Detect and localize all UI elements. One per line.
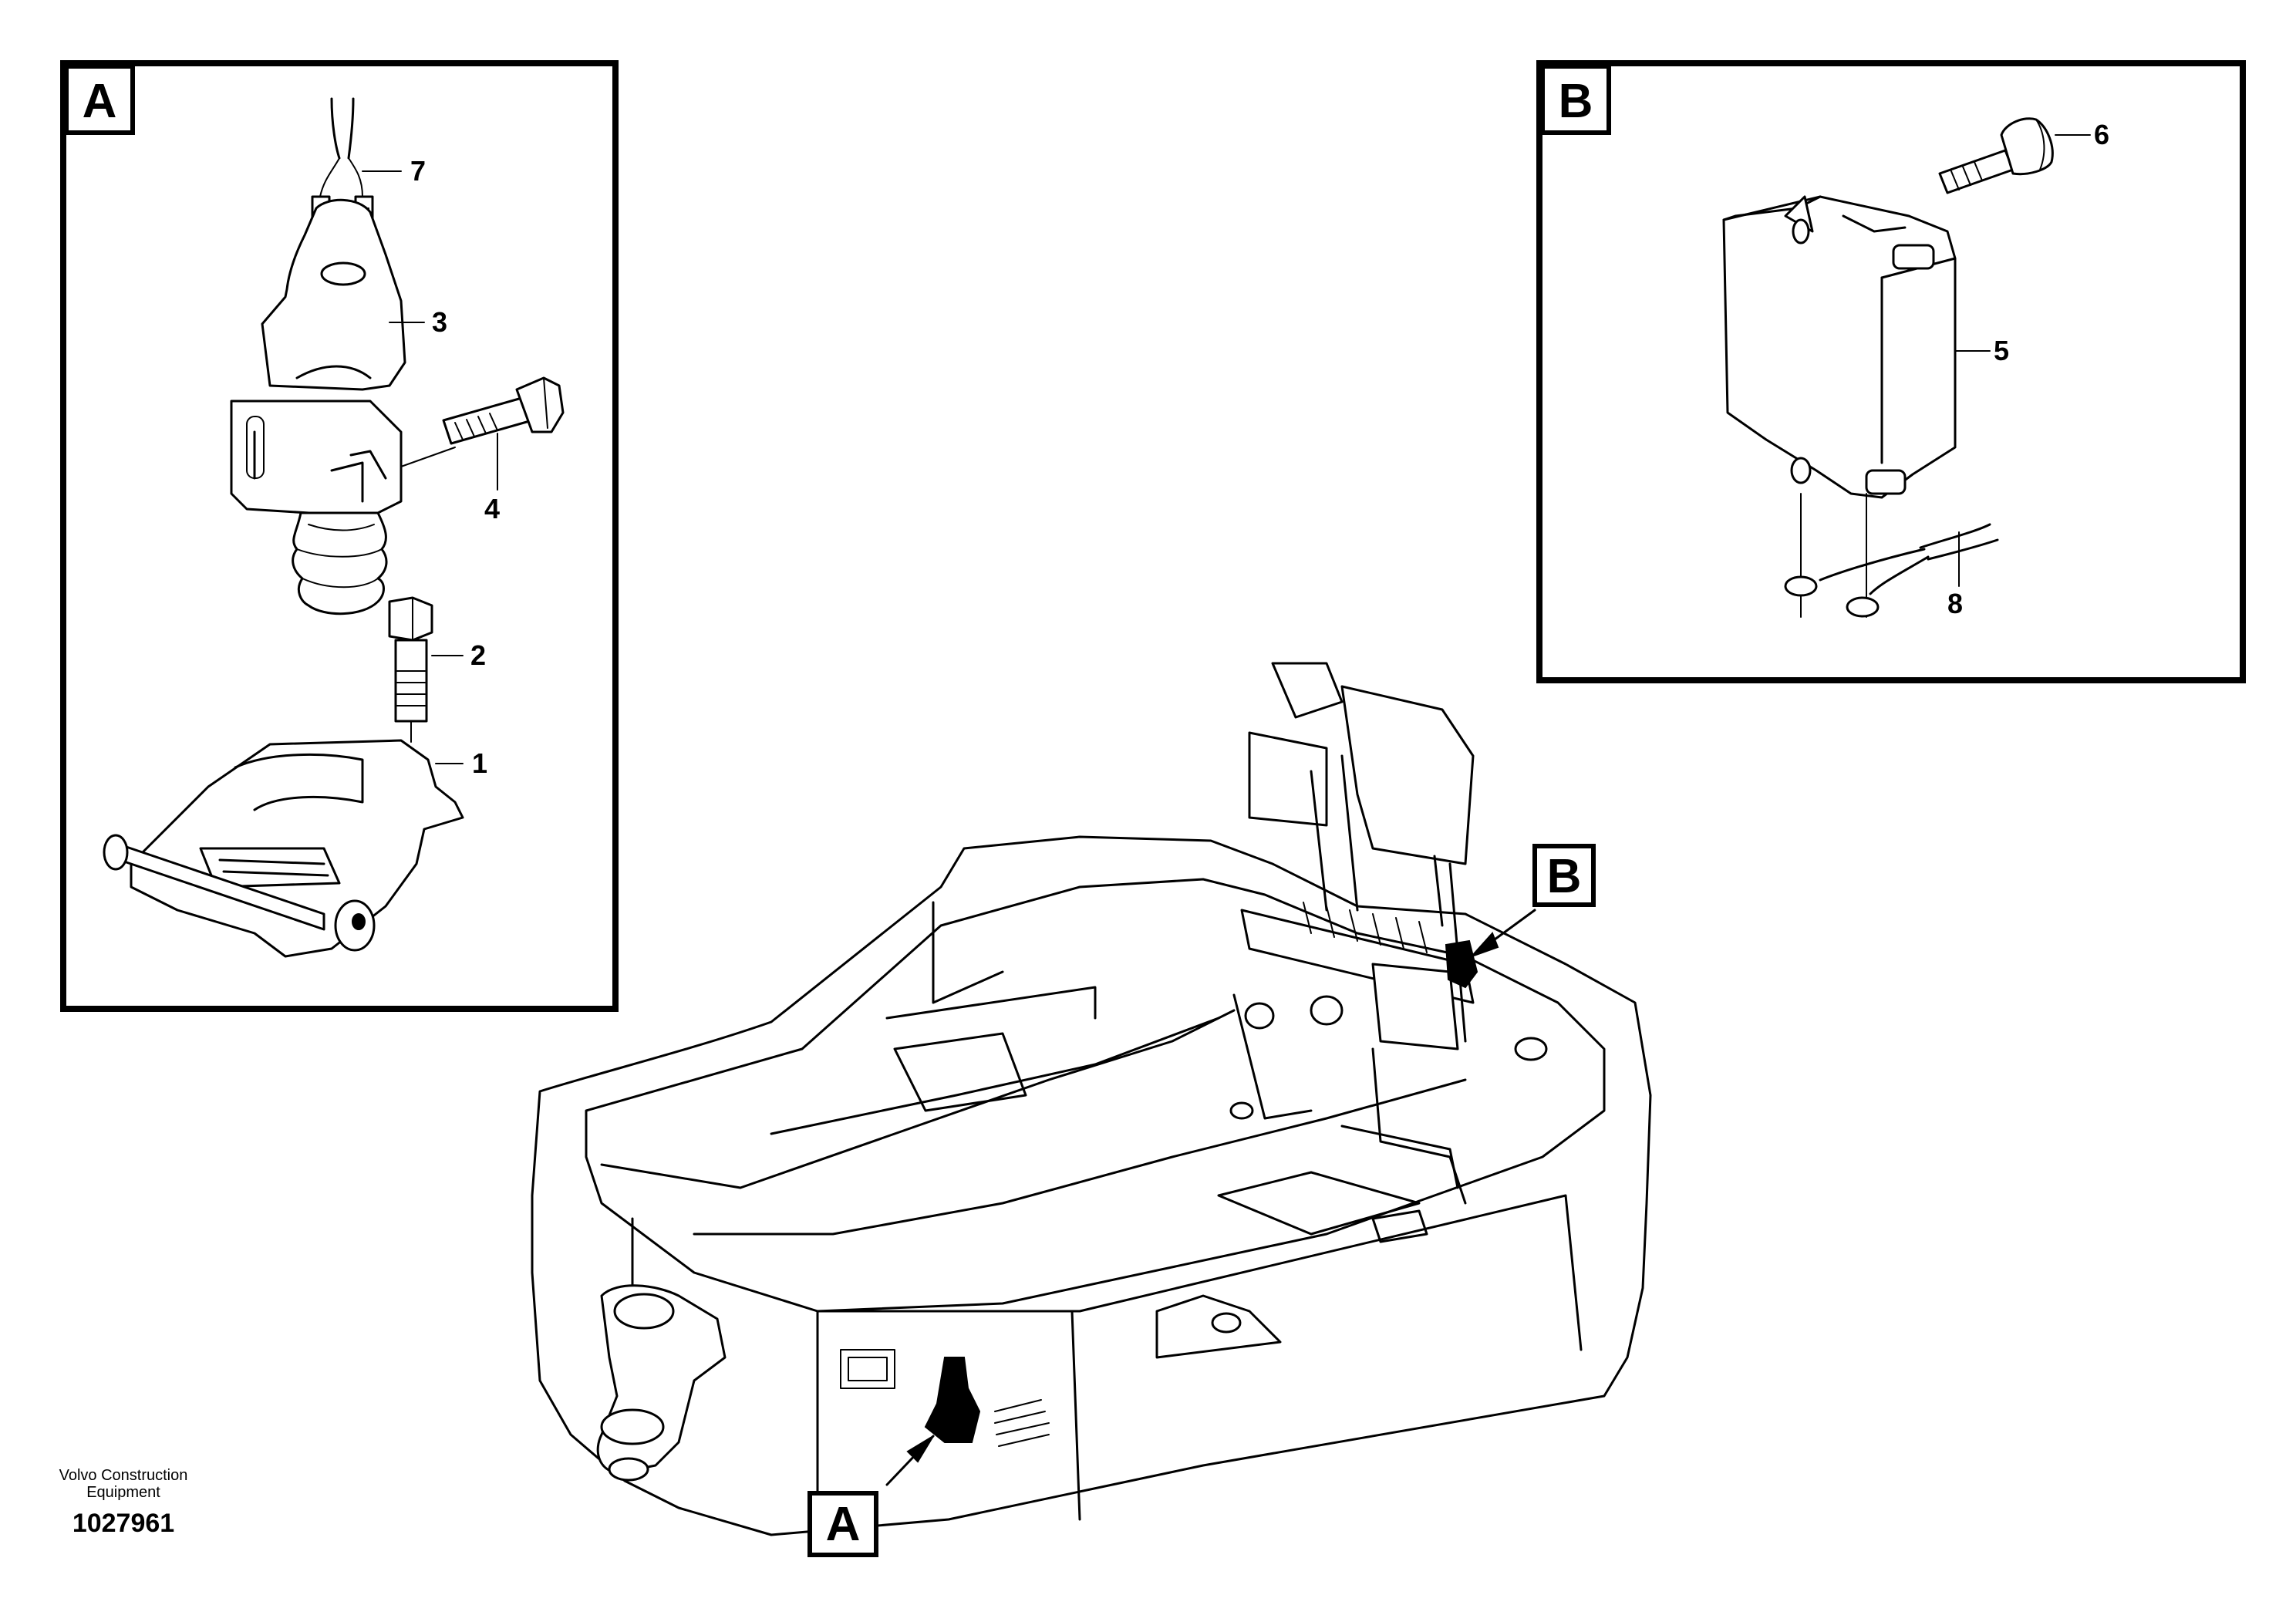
bolt-item-2 (388, 596, 433, 743)
screw-item-6 (1938, 117, 2091, 194)
switch-sensor-body (230, 198, 406, 615)
ring-terminal-cable (1784, 493, 1999, 618)
detail-b-panel: B (1536, 60, 2246, 683)
mounting-bracket (103, 739, 464, 958)
marker-b-label: B (1547, 850, 1582, 903)
callout-leaders-a (362, 170, 498, 764)
callout-6: 6 (2094, 119, 2109, 150)
marker-b: B (1470, 844, 1596, 958)
callout-2: 2 (470, 639, 486, 671)
callout-8: 8 (1947, 588, 1963, 619)
callout-4: 4 (484, 493, 500, 524)
callout-5: 5 (1994, 335, 2009, 366)
callout-1: 1 (472, 747, 487, 779)
callout-3: 3 (432, 306, 447, 338)
upper-frame-assembly (531, 662, 1652, 1536)
document-number: 1027961 (72, 1509, 175, 1538)
detail-b-label: B (1559, 75, 1593, 128)
highlighted-switch-a (924, 1357, 981, 1443)
detail-a-panel: A (60, 60, 619, 1012)
bolt-item-4 (400, 376, 565, 467)
detail-a-label: A (83, 75, 117, 128)
brand-text: Volvo Construction Equipment (59, 1467, 188, 1501)
module-box (1722, 195, 1991, 499)
marker-a-label: A (826, 1498, 861, 1551)
callout-7: 7 (410, 155, 426, 187)
marker-a: A (807, 1435, 935, 1557)
highlighted-module-b (1445, 939, 1478, 989)
